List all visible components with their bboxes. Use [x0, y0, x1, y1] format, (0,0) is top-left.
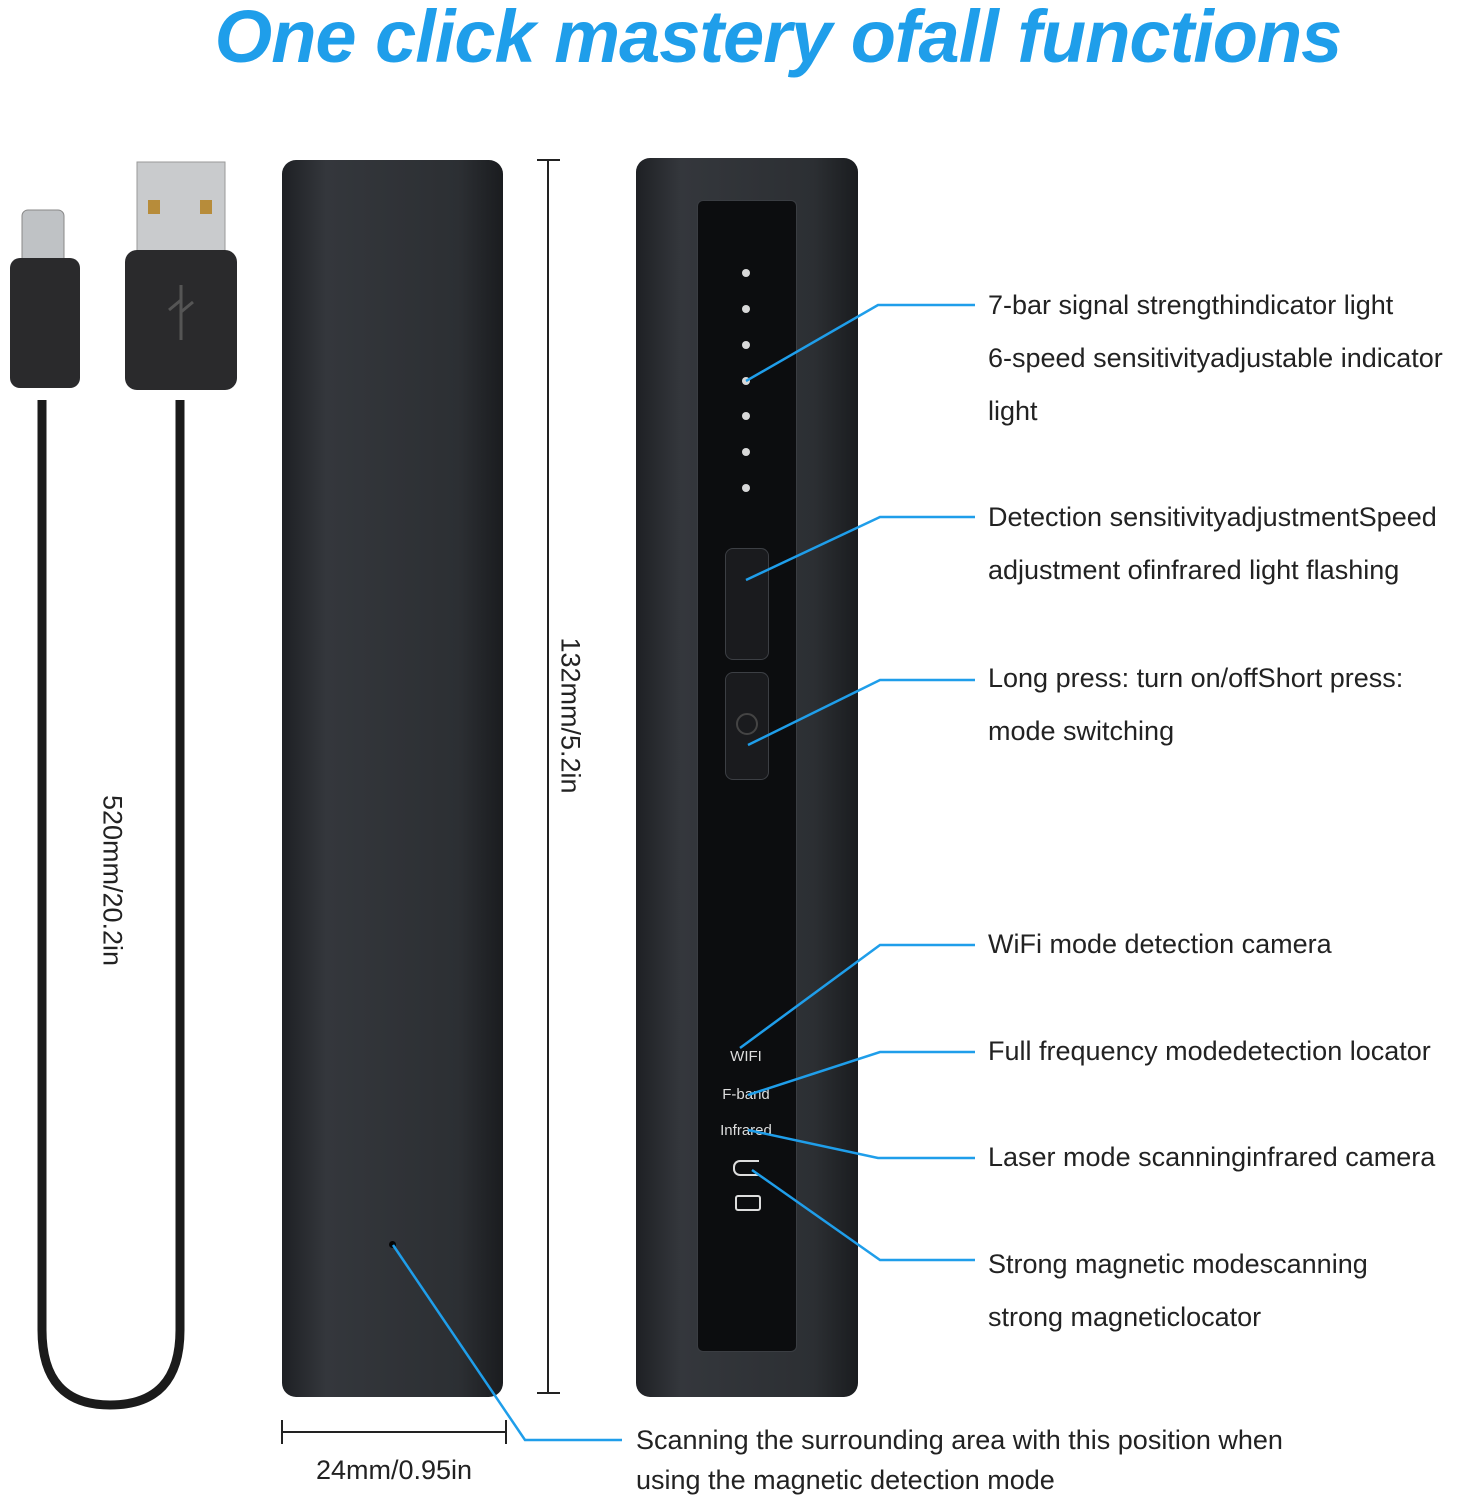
- callout-fband: Full frequency modedetection locator: [988, 1036, 1431, 1066]
- callout-signal: 7-bar signal strengthindicator light: [988, 290, 1394, 320]
- fband-label: F-band: [722, 1086, 770, 1103]
- signal-led: [742, 484, 750, 492]
- width-dimension: 24mm/0.95in: [315, 1455, 473, 1485]
- signal-led: [742, 269, 750, 277]
- callout-laser: Laser mode scanninginfrared camera: [988, 1142, 1436, 1172]
- cable-length: 520mm/20.2in: [97, 794, 128, 967]
- signal-led: [742, 412, 750, 420]
- dimension-lines: [281, 159, 560, 1444]
- usb-cable: [10, 161, 237, 1410]
- callout-magnetic: Strong magnetic modescanning strong magn…: [988, 1249, 1368, 1332]
- wifi-label: WIFI: [730, 1048, 762, 1065]
- sensitivity-button[interactable]: [725, 548, 769, 660]
- callout-wifi: WiFi mode detection camera: [988, 929, 1332, 959]
- device-back-view: [282, 160, 503, 1397]
- callout-power: Long press: turn on/offShort press: mode…: [988, 663, 1404, 746]
- magnet-icon: [733, 1160, 759, 1176]
- length-dimension: 132mm/5.2in: [555, 637, 586, 794]
- power-icon: [736, 713, 758, 735]
- callout-adjust: Detection sensitivityadjustmentSpeed adj…: [988, 502, 1437, 585]
- callout-sensitivity: 6-speed sensitivityadjustable indicator …: [988, 343, 1443, 426]
- signal-led: [742, 448, 750, 456]
- magnetic-sensor-hole: [389, 1241, 396, 1248]
- infrared-label: Infrared: [720, 1122, 772, 1139]
- signal-led: [742, 305, 750, 313]
- battery-icon: [735, 1195, 761, 1211]
- power-button[interactable]: [725, 672, 769, 780]
- headline: One click mastery ofall functions: [214, 0, 1343, 78]
- callout-scan-position: Scanning the surrounding area with this …: [636, 1425, 1283, 1495]
- signal-led: [742, 341, 750, 349]
